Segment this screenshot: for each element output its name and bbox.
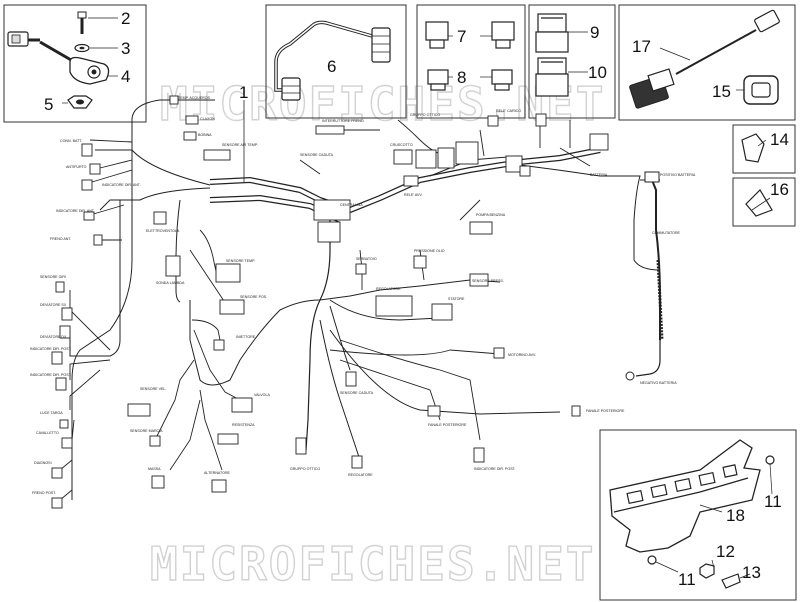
battery-cable: [625, 171, 664, 381]
svg-text:CONN. BATT.: CONN. BATT.: [60, 139, 82, 143]
callout-4: 4: [121, 67, 130, 86]
svg-text:RELE' AVV.: RELE' AVV.: [404, 193, 422, 197]
svg-text:MOTORINO AVV.: MOTORINO AVV.: [508, 353, 536, 357]
callout-16: 16: [770, 180, 789, 199]
svg-text:INDICATORE DIR. ANT.: INDICATORE DIR. ANT.: [56, 209, 95, 213]
svg-text:INDICATORE DIR. POST.: INDICATORE DIR. POST.: [474, 467, 516, 471]
svg-text:MASSA: MASSA: [148, 467, 161, 471]
callout-15: 15: [712, 82, 731, 101]
svg-text:DEVIATORE SX: DEVIATORE SX: [40, 303, 67, 307]
svg-text:SENSORE VEL.: SENSORE VEL.: [140, 387, 166, 391]
svg-text:INTERRUTTORE FRENO: INTERRUTTORE FRENO: [322, 119, 364, 123]
callout-5: 5: [44, 95, 53, 114]
callout-7: 7: [457, 27, 466, 46]
svg-text:SERBATOIO: SERBATOIO: [356, 257, 377, 261]
svg-text:INDICATORE DIR. POST.: INDICATORE DIR. POST.: [30, 347, 72, 351]
svg-text:FANALE POSTERIORE: FANALE POSTERIORE: [428, 423, 467, 427]
callout-6: 6: [327, 57, 336, 76]
callout-14: 14: [770, 130, 789, 149]
svg-text:SENSORE POS.: SENSORE POS.: [240, 295, 267, 299]
callout-2: 2: [121, 9, 130, 28]
callout-11-lower: 11: [678, 570, 696, 589]
callout-3: 3: [121, 39, 130, 58]
svg-text:INIETTORE: INIETTORE: [236, 335, 256, 339]
svg-text:RESISTENZA: RESISTENZA: [232, 423, 255, 427]
svg-text:GRUPPO OTTICO: GRUPPO OTTICO: [290, 467, 320, 471]
harness-connectors: [51, 95, 609, 509]
callout-11-upper: 11: [764, 492, 782, 511]
svg-text:TEMP. ACQUEROS: TEMP. ACQUEROS: [178, 96, 210, 100]
svg-text:FANALE POSTERIORE: FANALE POSTERIORE: [586, 409, 625, 413]
svg-text:CRUSCOTTO: CRUSCOTTO: [390, 143, 413, 147]
svg-text:RELE' CARICO: RELE' CARICO: [496, 109, 521, 113]
box-relays-7-8: [416, 4, 526, 119]
watermark-bottom: MICROFICHES.NET: [150, 537, 595, 591]
svg-text:CENTRALINA: CENTRALINA: [340, 203, 363, 207]
watermark-top: MICROFICHES.NET: [160, 77, 605, 131]
svg-text:SENSORE CADUTA: SENSORE CADUTA: [300, 153, 334, 157]
callout-13: 13: [742, 563, 761, 582]
svg-text:SENSORE PRESS.: SENSORE PRESS.: [472, 279, 504, 283]
box-sensor-parts: [3, 4, 147, 123]
svg-text:STATORE: STATORE: [448, 297, 465, 301]
box-cable-6: [265, 4, 407, 119]
svg-text:CLAXON: CLAXON: [200, 117, 215, 121]
svg-text:INDICATORE DIR. ANT.: INDICATORE DIR. ANT.: [102, 183, 141, 187]
svg-text:SENSORE TEMP.: SENSORE TEMP.: [226, 259, 255, 263]
box-bracket-18: [599, 429, 797, 601]
svg-text:COMMUTATORE: COMMUTATORE: [652, 231, 681, 235]
callout-17: 17: [632, 37, 651, 56]
svg-text:SENSORE GIRI: SENSORE GIRI: [40, 275, 66, 279]
callout-10: 10: [588, 63, 607, 82]
svg-text:FRENO ANT.: FRENO ANT.: [50, 237, 71, 241]
callout-18: 18: [726, 506, 745, 525]
box-cable-17: [618, 4, 796, 121]
svg-text:SENSORE AIR TEMP.: SENSORE AIR TEMP.: [222, 143, 258, 147]
svg-text:BOBINA: BOBINA: [198, 133, 212, 137]
svg-text:CAVALLETTO: CAVALLETTO: [36, 431, 59, 435]
svg-text:VALVOLA: VALVOLA: [254, 393, 270, 397]
svg-text:ELETTROVENTOLA: ELETTROVENTOLA: [146, 229, 180, 233]
callout-8: 8: [457, 68, 466, 87]
svg-text:ANTIFURTO: ANTIFURTO: [66, 165, 87, 169]
callout-1: 1: [239, 83, 248, 102]
svg-text:POSITIVO BATTERIA: POSITIVO BATTERIA: [660, 173, 696, 177]
box-relays-9-10: [528, 4, 616, 119]
box-clip-14: [732, 124, 796, 174]
svg-text:LUCE TARGA: LUCE TARGA: [40, 411, 63, 415]
svg-text:ALTERNATORE: ALTERNATORE: [204, 471, 231, 475]
svg-text:SENSORE MARCIA: SENSORE MARCIA: [130, 429, 163, 433]
callout-12: 12: [716, 542, 735, 561]
svg-text:PRESSIONE OLIO: PRESSIONE OLIO: [414, 249, 445, 253]
svg-text:NEGATIVO BATTERIA: NEGATIVO BATTERIA: [640, 381, 677, 385]
box-clip-16: [732, 177, 796, 227]
svg-text:DIAGNOSI: DIAGNOSI: [34, 461, 52, 465]
harness-labels: TEMP. ACQUEROS CLAXON BOBINA CONN. BATT.…: [30, 96, 696, 495]
svg-text:REGOLATORE: REGOLATORE: [376, 287, 401, 291]
svg-text:SONDA LAMBDA: SONDA LAMBDA: [156, 281, 185, 285]
svg-text:DEVIATORE DX: DEVIATORE DX: [40, 335, 67, 339]
svg-text:POMPA BENZINA: POMPA BENZINA: [476, 213, 506, 217]
svg-text:SENSORE CADUTA: SENSORE CADUTA: [340, 391, 374, 395]
svg-text:GRUPPO OTTICO: GRUPPO OTTICO: [410, 113, 440, 117]
svg-text:BATTERIA: BATTERIA: [590, 173, 608, 177]
callout-9: 9: [590, 23, 599, 42]
svg-text:REGOLATORE: REGOLATORE: [348, 473, 373, 477]
svg-text:INDICATORE DIR. POST.: INDICATORE DIR. POST.: [30, 373, 72, 377]
svg-text:FRENO POST.: FRENO POST.: [32, 491, 56, 495]
